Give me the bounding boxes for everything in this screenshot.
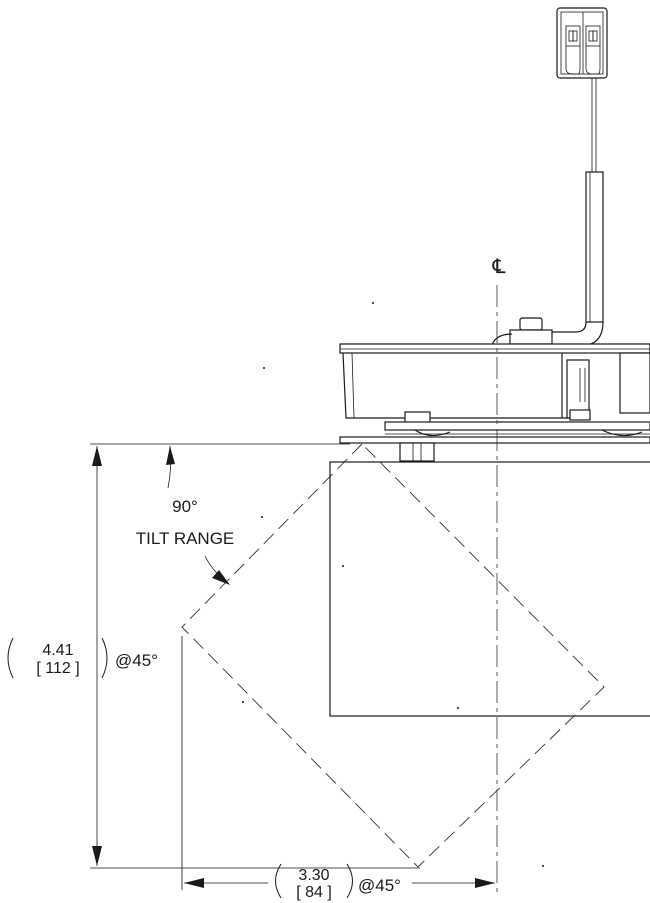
- mount-base: [339, 343, 650, 419]
- power-cable: [520, 78, 604, 347]
- horizontal-dimension-line: [184, 878, 495, 888]
- plug-connector: [556, 7, 608, 79]
- fixture-body: [329, 461, 650, 717]
- bracket-tab: [399, 442, 435, 462]
- tilt-range-arc: [166, 445, 230, 585]
- horizontal-dim-suffix: @45°: [358, 876, 401, 895]
- vertical-dim-suffix: @45°: [115, 651, 158, 670]
- centerline-symbol: ℄: [492, 256, 506, 278]
- horizontal-dim-inches: 3.30: [298, 867, 329, 884]
- tilt-range-label: TILT RANGE: [136, 529, 235, 548]
- scan-specks: [242, 302, 544, 867]
- horizontal-dimension-label: 3.30 [ 84 ] @45°: [275, 863, 401, 901]
- vertical-dim-inches: 4.41: [42, 642, 73, 659]
- swivel-hardware: [339, 409, 650, 444]
- cable-fitting: [491, 317, 553, 346]
- vertical-dim-mm: [ 112 ]: [36, 660, 79, 677]
- tilt-angle-label: 90°: [172, 497, 198, 516]
- vertical-dimension-line: [92, 446, 102, 866]
- horizontal-dim-mm: [ 84 ]: [296, 884, 332, 901]
- vertical-dimension-label: 4.41 [ 112 ] @45°: [7, 637, 158, 679]
- tilted-fixture-outline: [181, 443, 605, 868]
